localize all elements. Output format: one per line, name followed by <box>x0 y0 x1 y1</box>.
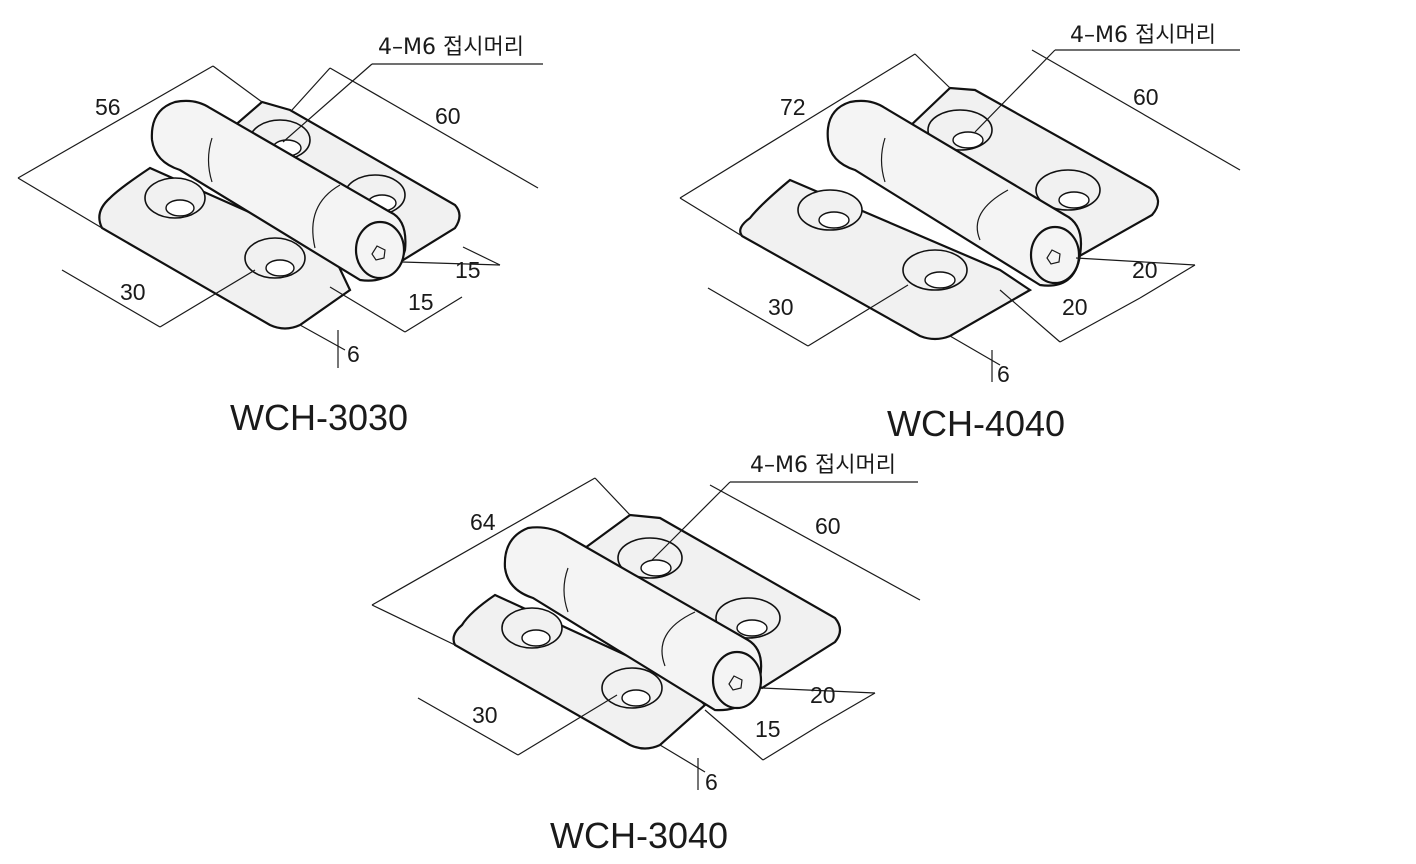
countersunk-hole <box>244 237 306 279</box>
dim-thickness: 6 <box>997 361 1010 387</box>
dim-leaf: 30 <box>768 294 794 320</box>
hex-socket-icon <box>1046 249 1061 265</box>
hex-socket-icon <box>371 245 386 261</box>
countersunk-hole <box>715 597 781 639</box>
countersunk-hole <box>1035 169 1101 211</box>
dim-overall: 56 <box>95 94 121 120</box>
callout-label: 4–M6 접시머리 <box>378 35 524 60</box>
countersunk-hole <box>501 607 563 649</box>
callout-label: 4–M6 접시머리 <box>1070 23 1216 48</box>
dim-length: 60 <box>815 513 841 539</box>
model-label: WCH-4040 <box>887 403 1065 444</box>
barrel-end-cap <box>1029 225 1081 285</box>
hex-socket-icon <box>728 675 743 691</box>
dim-hole-b: 15 <box>755 716 781 742</box>
model-label: WCH-3030 <box>230 397 408 438</box>
countersunk-hole <box>927 109 993 151</box>
hinge-wch-3040: 4–M6 접시머리 64 60 30 20 15 6 WCH-3040 <box>371 453 921 856</box>
dim-overall: 64 <box>470 509 496 535</box>
dim-thickness: 6 <box>347 341 360 367</box>
dim-hole-b: 20 <box>1062 294 1088 320</box>
dim-hole-a: 15 <box>455 257 481 283</box>
dim-overall: 72 <box>780 94 806 120</box>
hinge-wch-3030: 4–M6 접시머리 56 60 30 15 15 6 WCH-3030 <box>17 35 543 438</box>
barrel-end-cap <box>711 650 763 710</box>
barrel-end-cap <box>354 220 406 280</box>
countersunk-hole <box>617 537 683 579</box>
dim-hole-a: 20 <box>1132 257 1158 283</box>
countersunk-hole <box>797 189 863 231</box>
dim-length: 60 <box>1133 84 1159 110</box>
model-label: WCH-3040 <box>550 815 728 856</box>
dim-hole-b: 15 <box>408 289 434 315</box>
callout-label: 4–M6 접시머리 <box>750 453 896 478</box>
dim-hole-a: 20 <box>810 682 836 708</box>
dim-length: 60 <box>435 103 461 129</box>
dim-thickness: 6 <box>705 769 718 795</box>
countersunk-hole <box>902 249 968 291</box>
countersunk-hole <box>144 177 206 219</box>
dim-leaf: 30 <box>120 279 146 305</box>
countersunk-hole <box>601 667 663 709</box>
dim-leaf: 30 <box>472 702 498 728</box>
hinge-wch-4040: 4–M6 접시머리 72 60 30 20 20 6 WCH-4040 <box>679 23 1241 444</box>
